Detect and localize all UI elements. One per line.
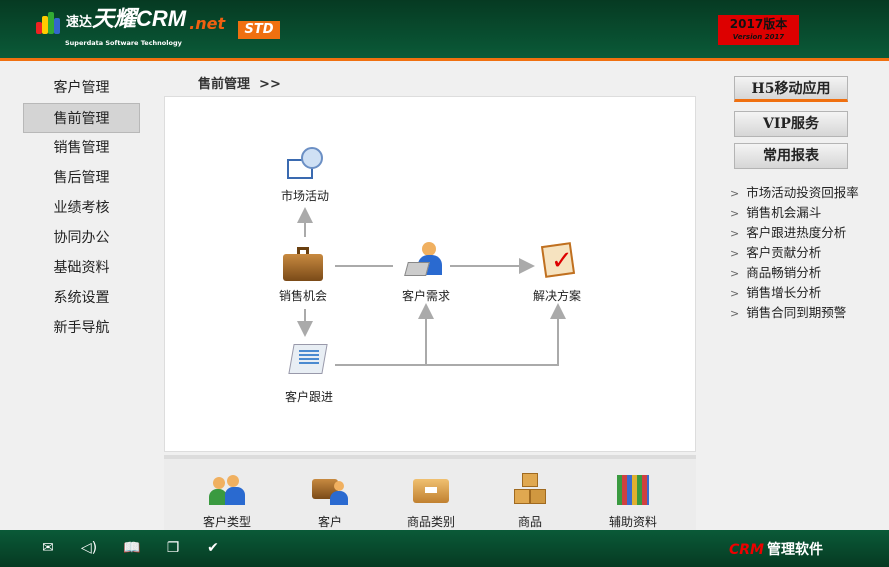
report-link[interactable]: >销售增长分析: [730, 285, 822, 300]
customer-laptop-icon: [404, 242, 446, 278]
breadcrumb: 售前管理 >>: [198, 77, 281, 92]
flow-panel: 市场活动 销售机会 客户需求 ✓ 解决方案 客户跟进: [164, 96, 696, 452]
logo: 速达天耀CRM .net: [36, 6, 226, 34]
boxes-icon: [512, 473, 548, 505]
book-icon[interactable]: 📖: [123, 540, 141, 556]
nav-customer[interactable]: 客户管理: [53, 80, 110, 96]
report-links: >市场活动投资回报率 >销售机会漏斗 >客户跟进热度分析 >客户贡献分析 >商品…: [730, 183, 859, 323]
report-link[interactable]: >商品畅销分析: [730, 265, 822, 280]
box-icon: [413, 473, 449, 505]
shortcut-label: 客户类型: [202, 515, 251, 529]
flow-node-opportunity[interactable]: 销售机会: [263, 245, 343, 304]
report-link[interactable]: >客户贡献分析: [730, 245, 822, 260]
nav-presales[interactable]: 售前管理: [23, 103, 140, 133]
logo-mark-icon: [36, 12, 62, 34]
report-link[interactable]: >销售合同到期预警: [730, 305, 847, 320]
shortcut-product-category[interactable]: 商品类别: [391, 473, 471, 530]
header-divider: [0, 58, 889, 61]
flow-label-market: 市场活动: [280, 189, 329, 203]
version-line1: 2017版本: [729, 17, 788, 31]
h5-mobile-button[interactable]: H5移动应用: [734, 76, 848, 102]
shortcut-label: 客户: [317, 515, 342, 529]
nav-basic-data[interactable]: 基础资料: [53, 260, 110, 276]
vip-service-button[interactable]: VIP服务: [734, 111, 848, 137]
nav-aftersales[interactable]: 售后管理: [53, 170, 110, 186]
chevron-right-icon: >: [730, 287, 740, 300]
chevron-right-icon: >: [730, 207, 740, 220]
chevron-right-icon: >: [730, 247, 740, 260]
nav-sales[interactable]: 销售管理: [53, 140, 110, 156]
chevron-right-icon: >: [730, 267, 740, 280]
nav-settings[interactable]: 系统设置: [53, 290, 110, 306]
shortcut-label: 商品类别: [406, 515, 455, 529]
shortcut-label: 辅助资料: [608, 515, 657, 529]
flow-node-followup[interactable]: 客户跟进: [269, 342, 349, 405]
common-reports-button[interactable]: 常用报表: [734, 143, 848, 169]
logo-cn: 速达: [66, 14, 93, 29]
flow-label-followup: 客户跟进: [284, 390, 333, 404]
shortcut-customer[interactable]: 客户: [290, 473, 370, 530]
check-icon[interactable]: ✔: [207, 540, 219, 556]
report-link[interactable]: >客户跟进热度分析: [730, 225, 847, 240]
nav-performance[interactable]: 业绩考核: [53, 200, 110, 216]
nav-collaboration[interactable]: 协同办公: [53, 230, 110, 246]
calendar-clock-icon: [285, 145, 325, 181]
flow-label-demand: 客户需求: [401, 289, 450, 303]
flow-node-market[interactable]: 市场活动: [265, 145, 345, 204]
shortcut-product[interactable]: 商品: [490, 473, 570, 530]
binders-icon: [615, 473, 651, 505]
briefcase-icon: [283, 245, 323, 281]
version-line2: Version 2017: [732, 33, 785, 41]
version-badge: 2017版本 Version 2017: [718, 15, 799, 45]
shortcut-bar: 客户类型 客户 商品类别 商品 辅助资料: [164, 455, 696, 530]
users-icon: [209, 473, 245, 505]
flow-label-opportunity: 销售机会: [278, 289, 327, 303]
chevron-right-icon: >: [730, 187, 740, 200]
copy-icon[interactable]: ❐: [166, 540, 180, 556]
customer-briefcase-icon: [312, 473, 348, 505]
sidebar-nav: 客户管理 售前管理 销售管理 售后管理 业绩考核 协同办公 基础资料 系统设置 …: [23, 73, 140, 343]
shortcut-customer-type[interactable]: 客户类型: [187, 473, 267, 530]
header: 速达天耀CRM .net Superdata Software Technolo…: [0, 0, 889, 58]
shortcut-label: 商品: [517, 515, 542, 529]
logo-subtitle: Superdata Software Technology: [65, 39, 182, 47]
flow-arrows: [297, 207, 566, 366]
chevron-right-icon: >: [730, 307, 740, 320]
flow-label-solution: 解决方案: [532, 289, 581, 303]
document-icon: [288, 342, 329, 378]
volume-icon[interactable]: ◁): [80, 540, 98, 556]
edition-badge: STD: [238, 21, 280, 39]
checklist-icon: ✓: [537, 242, 577, 278]
flow-node-solution[interactable]: ✓ 解决方案: [517, 242, 597, 304]
logo-main: 天耀CRM: [92, 6, 187, 31]
report-link[interactable]: >市场活动投资回报率: [730, 185, 859, 200]
logo-net: .net: [189, 14, 226, 33]
report-link[interactable]: >销售机会漏斗: [730, 205, 822, 220]
mail-icon[interactable]: ✉: [42, 540, 54, 556]
flow-node-demand[interactable]: 客户需求: [386, 242, 466, 304]
nav-guide[interactable]: 新手导航: [53, 320, 110, 336]
shortcut-auxiliary[interactable]: 辅助资料: [593, 473, 673, 530]
chevron-right-icon: >: [730, 227, 740, 240]
